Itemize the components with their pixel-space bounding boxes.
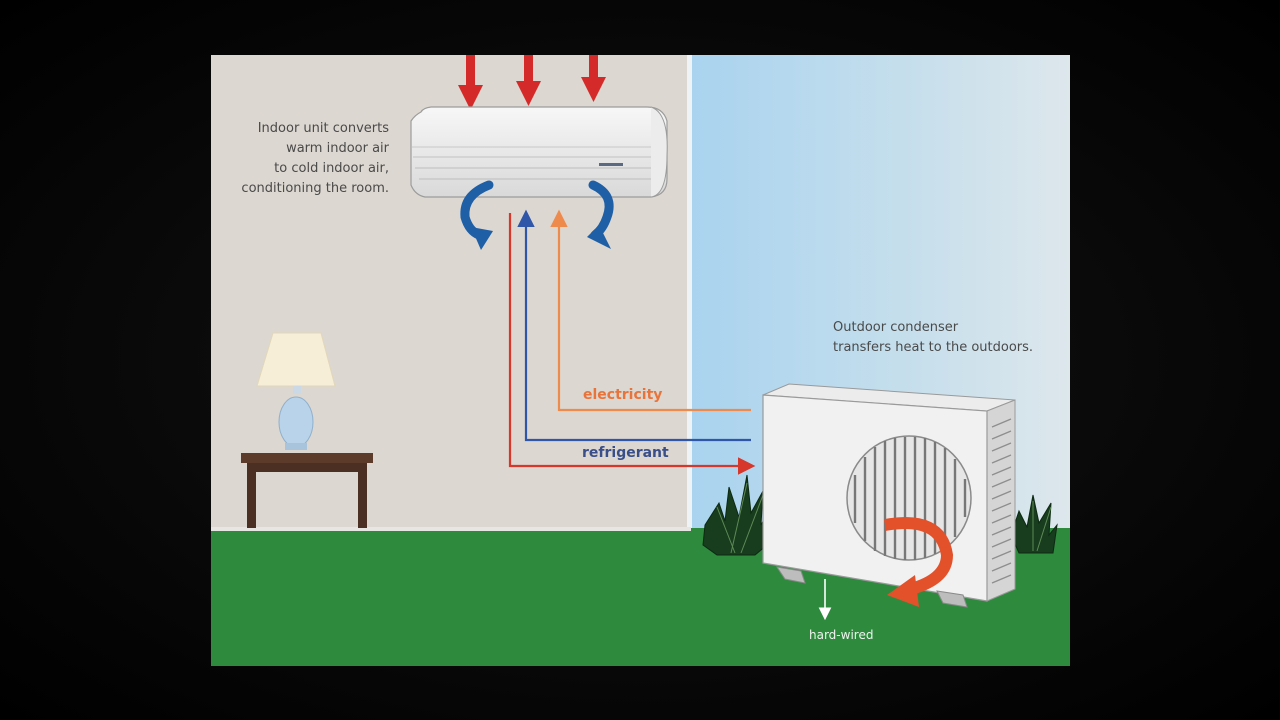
indoor-unit-caption: Indoor unit converts warm indoor air to … [211,119,389,199]
hardwired-label: hard-wired [809,628,874,642]
outdoor-caption-line: Outdoor condenser [833,320,959,335]
refrigerant-label: refrigerant [582,445,669,461]
outdoor-condenser-icon [762,383,1016,608]
indoor-caption-line: conditioning the room. [241,181,389,196]
side-table-icon [241,453,373,528]
diagram-canvas [211,55,1070,666]
table-lamp-icon [256,332,336,450]
outdoor-caption-line: transfers heat to the outdoors. [833,340,1034,355]
indoor-caption-line: Indoor unit converts [257,121,389,136]
outdoor-condenser-caption: Outdoor condenser transfers heat to the … [833,318,1063,358]
warm-air-arrows [458,55,606,110]
wall-edge [687,55,692,531]
electricity-line [550,209,751,412]
refrigerant-hot-line [508,213,756,475]
indoor-caption-line: to cold indoor air, [274,161,389,176]
electricity-label: electricity [583,387,663,403]
indoor-caption-line: warm indoor air [286,141,389,156]
wall-ac-unit-icon [410,106,668,198]
mini-split-diagram: Indoor unit converts warm indoor air to … [211,55,1070,666]
exhaust-heat-arrow [883,517,954,607]
refrigerant-line [517,209,751,442]
